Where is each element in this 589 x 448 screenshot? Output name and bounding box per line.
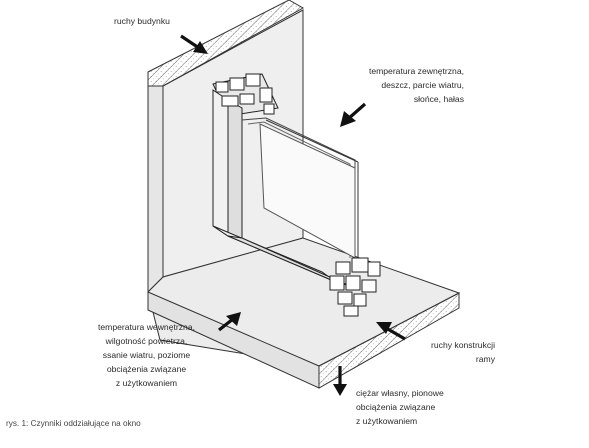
label-line: ruchy konstrukcji [431,340,495,350]
window-frame [212,73,381,317]
label-line: obciążenia związane [106,364,187,374]
arrow-building-movement [180,34,208,54]
caption-text: rys. 1: Czynniki oddziałujące na okno [6,419,141,428]
floor-side-face [147,291,320,389]
label-line: ramy [475,354,495,364]
label-line: temperatura wewnętrzna, [98,322,195,332]
label-external-factors: temperatura zewnętrzna, deszcz, parcie w… [369,64,464,106]
arrow-frame-movement [376,322,406,341]
label-line: temperatura zewnętrzna, [368,66,464,76]
label-line: ssanie wiatru, poziome [102,350,191,360]
label-building-movement: ruchy budynku [114,14,170,28]
label-line: z użytkowaniem [356,416,418,426]
label-line: deszcz, parcie wiatru, [381,80,464,90]
arrow-dead-load [333,366,347,396]
frame-bottom-section-detail [329,257,381,317]
label-line: ruchy budynku [114,16,170,26]
label-line: wilgotność powietrza, [105,336,188,346]
label-line: ciężar własny, pionowe [356,388,444,398]
label-dead-load: ciężar własny, pionowe obciążenia związa… [356,386,444,428]
floor-slab [147,237,461,389]
wall-front-face [147,85,164,294]
frame-top-section-detail [215,73,275,115]
frame-left-profile [212,89,229,237]
label-line: słońce, hałas [413,94,464,104]
label-frame-movement: ruchy konstrukcji ramy [431,338,495,366]
label-internal-factors: temperatura wewnętrzna, wilgotność powie… [98,320,195,390]
label-line: obciążenia związane [356,402,436,412]
arrow-internal-factors [218,312,241,332]
figure-caption: rys. 1: Czynniki oddziałujące na okno [6,417,141,431]
arrow-external-factors [340,102,367,127]
label-line: z użytkowaniem [115,378,178,388]
